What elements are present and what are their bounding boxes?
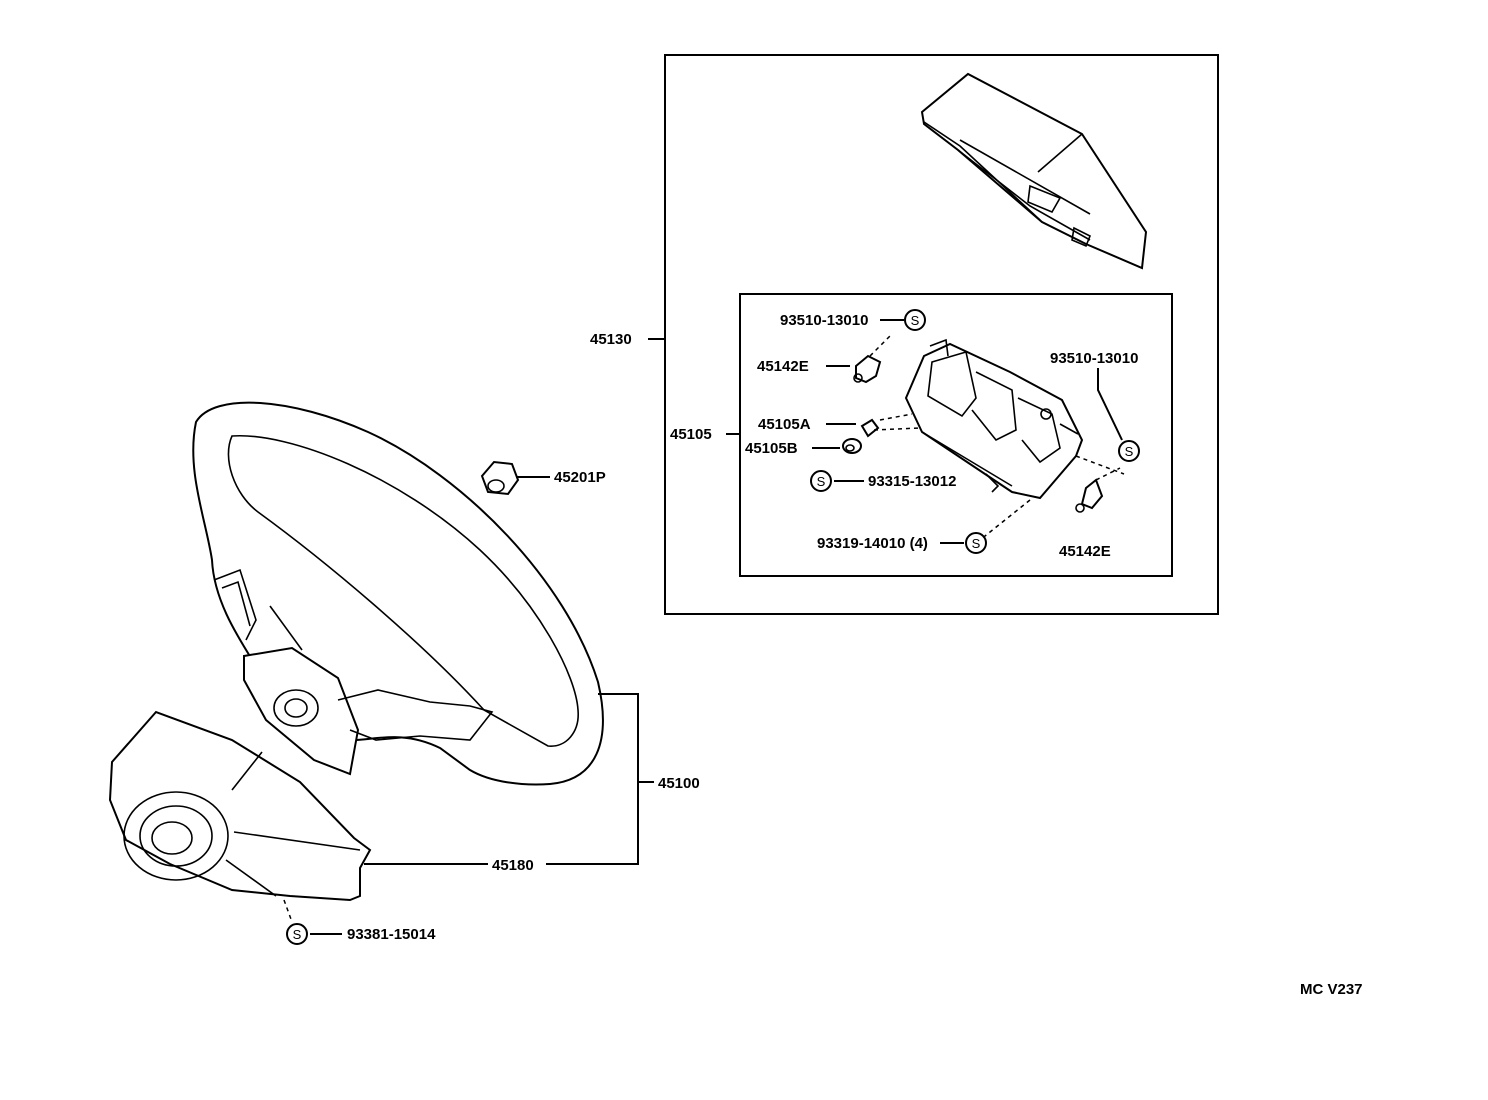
clip-45142e-bottom	[1075, 478, 1104, 513]
nut-45201p	[480, 460, 520, 496]
svg-text:S: S	[972, 536, 981, 551]
standard-symbol-93510-right: S	[1118, 440, 1140, 462]
label-93510-13010-top: 93510-13010	[780, 312, 868, 329]
horn-pad-cover	[920, 72, 1148, 270]
label-45142e-bottom: 45142E	[1059, 543, 1111, 560]
label-45142e-top: 45142E	[757, 358, 809, 375]
label-45105b: 45105B	[745, 440, 798, 457]
svg-text:S: S	[817, 474, 826, 489]
diagram-code: MC V237	[1300, 981, 1363, 998]
bushing-45105b	[842, 438, 862, 454]
label-45130: 45130	[590, 331, 632, 348]
standard-symbol-93315: S	[810, 470, 832, 492]
label-93510-13010-right: 93510-13010	[1050, 350, 1138, 367]
standard-symbol-93510-top: S	[904, 309, 926, 331]
assembly-frame-45130	[664, 54, 1219, 615]
label-45100: 45100	[658, 775, 700, 792]
svg-text:S: S	[911, 313, 920, 328]
label-45201p: 45201P	[554, 469, 606, 486]
standard-symbol-93381: S	[286, 923, 308, 945]
svg-text:S: S	[1125, 444, 1134, 459]
steering-wheel-45100	[192, 401, 604, 786]
label-45180: 45180	[492, 857, 534, 874]
label-93319-14010: 93319-14010 (4)	[817, 535, 928, 552]
label-45105a: 45105A	[758, 416, 811, 433]
label-93381-15014: 93381-15014	[347, 926, 436, 943]
spring-45105a	[860, 418, 880, 438]
label-45105: 45105	[670, 426, 712, 443]
label-93315-13012: 93315-13012	[868, 473, 956, 490]
lower-cover-45180	[108, 710, 372, 902]
svg-text:S: S	[293, 927, 302, 942]
standard-symbol-93319: S	[965, 532, 987, 554]
clip-45142e-top	[853, 354, 882, 384]
horn-button-assembly	[904, 338, 1084, 500]
